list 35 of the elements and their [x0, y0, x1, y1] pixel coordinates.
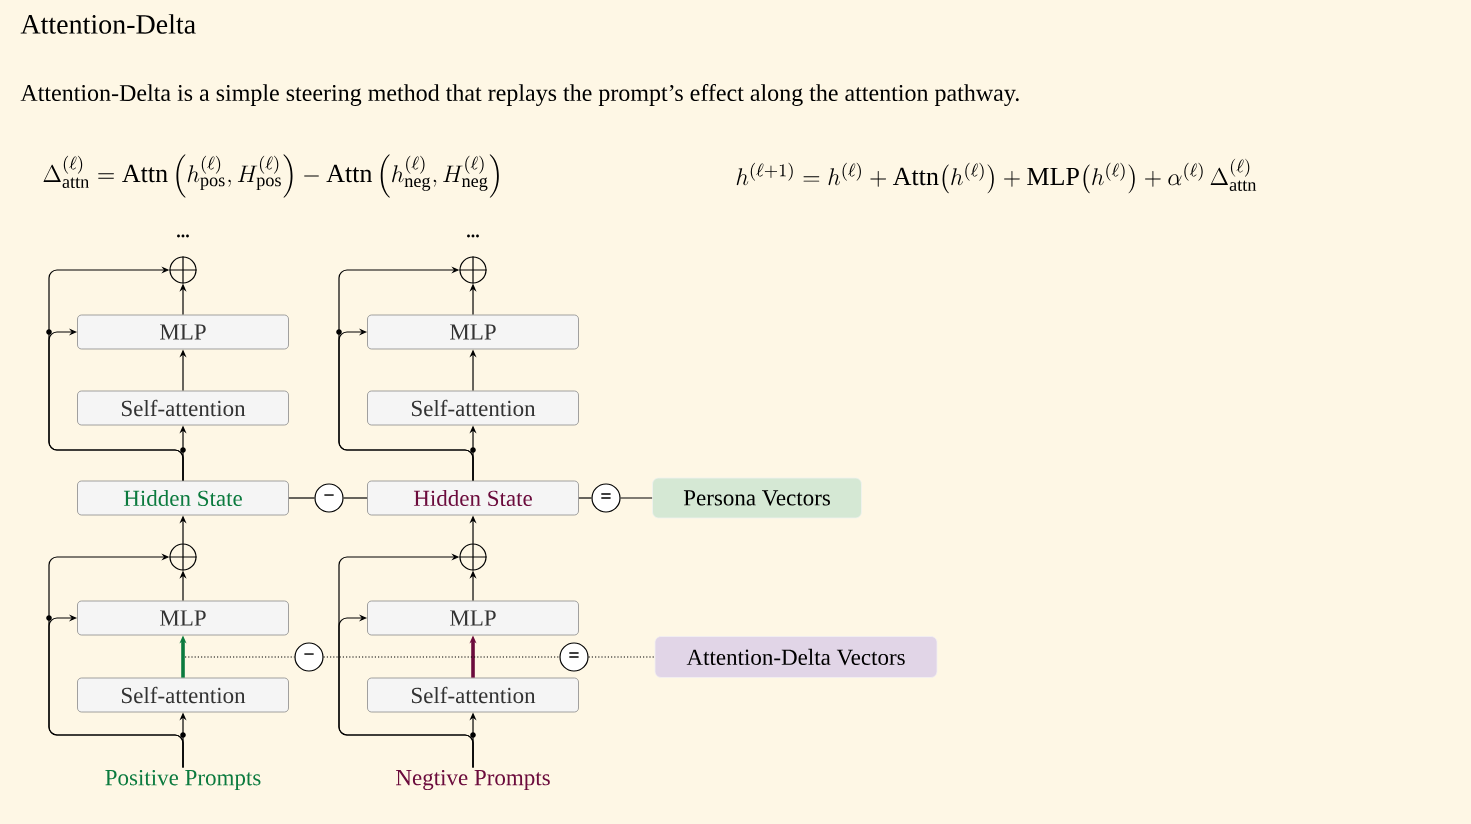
title: Attention-Delta	[20, 14, 196, 34]
connector-line	[288, 497, 315, 499]
sum-circle	[168, 255, 198, 285]
layer-box: MLP	[77, 314, 289, 350]
result-box: Attention-Delta Vectors	[654, 636, 938, 678]
connector-line	[578, 497, 592, 499]
hidden-state-box: Hidden State	[367, 480, 579, 516]
hidden-state-box: Hidden State	[77, 480, 289, 516]
arrow	[338, 553, 474, 769]
formula: $\Delta^{(\ell)}_{\mathrm{attn}} = \mathrm{Attn}\left(h^{(\ell)}_{\mathrm{pos}}, H^{(\ell)}_{\mathrm{pos}}\right) - \mathrm{Attn}\left(h^{(\ell)}_{\mathrm{neg}}, H^{(\ell)}_{\mathrm{neg}}\right)$	[43, 154, 499, 198]
ellipsis: ...	[467, 234, 479, 238]
sum-circle	[458, 542, 488, 572]
arrow	[338, 266, 474, 482]
layer-box: MLP	[77, 600, 289, 636]
layer-box: Self-attention	[77, 677, 289, 713]
formula: $h^{(\ell+1)} = h^{(\ell)} + \mathrm{Attn}\bigl(h^{(\ell)}\bigr) + \mathrm{MLP}\bigl(h^{(\ell)}\bigr) + \alpha^{(\ell)}\,\Delta^{(\ell)}_{\mathrm{attn}}$	[736, 158, 1257, 194]
connector-line	[620, 497, 653, 499]
arrow	[48, 266, 184, 482]
connector-line	[343, 497, 368, 499]
description: Attention-Delta is a simple steering method that replays the prompt’s effect along the attention pathway.	[20, 83, 1019, 107]
layer-box: Self-attention	[367, 677, 579, 713]
layer-box: MLP	[367, 314, 579, 350]
input-label: Negtive Prompts	[396, 769, 550, 791]
layer-box: Self-attention	[367, 390, 579, 426]
result-box: Persona Vectors	[652, 477, 862, 519]
dotted-line	[184, 656, 295, 658]
layer-box: Self-attention	[77, 390, 289, 426]
ellipsis: ...	[177, 234, 189, 238]
sum-circle	[168, 542, 198, 572]
sum-circle	[458, 255, 488, 285]
dotted-line	[588, 656, 656, 658]
input-label: Positive Prompts	[105, 769, 261, 791]
dotted-line	[323, 656, 560, 658]
arrow	[48, 553, 184, 769]
layer-box: MLP	[367, 600, 579, 636]
